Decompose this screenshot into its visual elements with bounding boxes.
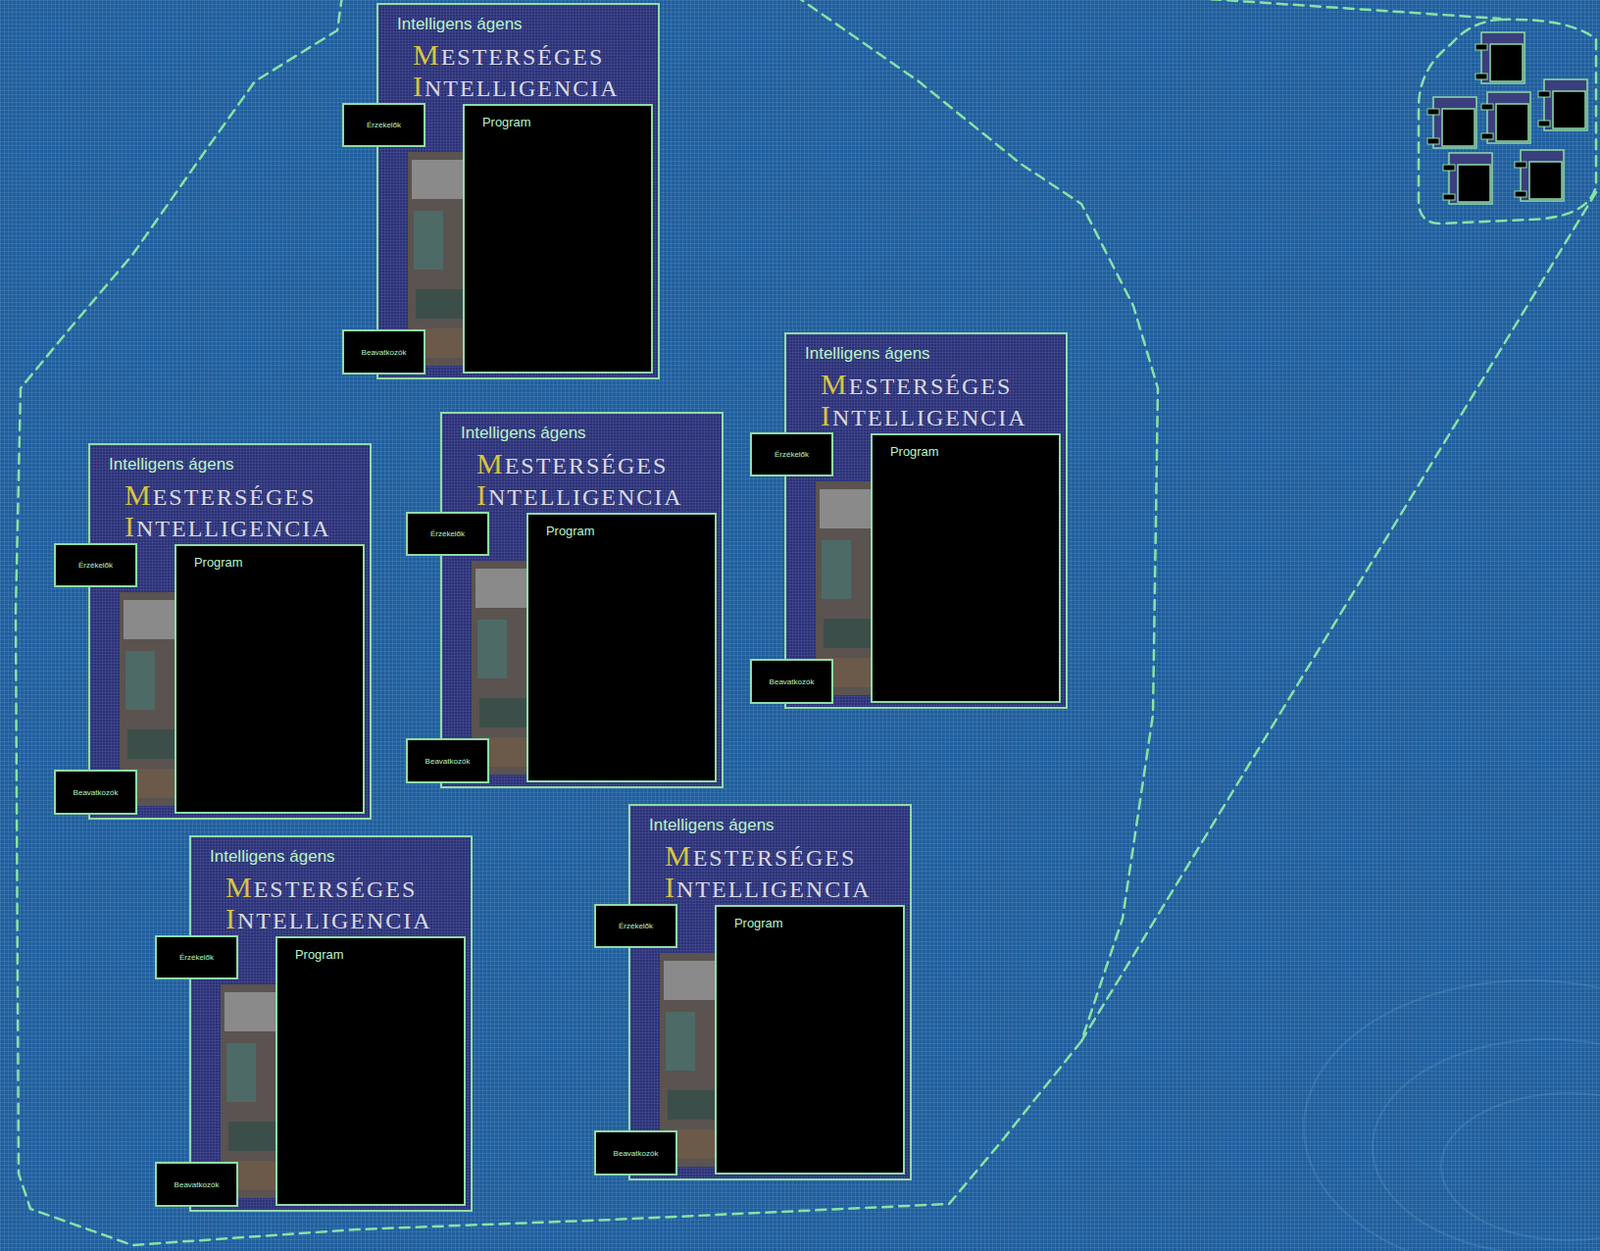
agent-box: Intelligens ágensMESTERSÉGESINTELLIGENCI…	[440, 411, 724, 789]
io-box: Beavatkozók	[750, 658, 834, 704]
io-label: Beavatkozók	[174, 1180, 220, 1190]
io-box: Érzékelők	[405, 511, 490, 556]
cover-title: INTELLIGENCIA	[412, 71, 620, 101]
agent-heading: Intelligens ágens	[649, 815, 775, 836]
program-box: Program	[462, 103, 653, 374]
cover-title: INTELLIGENCIA	[225, 903, 433, 934]
program-label: Program	[464, 105, 651, 130]
agent-heading: Intelligens ágens	[209, 847, 336, 867]
cover-title: MESTERSÉGES	[412, 40, 604, 70]
io-label: Beavatkozók	[425, 756, 471, 766]
agent-box: Intelligens ágensMESTERSÉGESINTELLIGENCI…	[784, 332, 1068, 709]
mini-agent	[1514, 150, 1564, 201]
cover-title: INTELLIGENCIA	[820, 400, 1028, 431]
io-box: Érzékelők	[342, 102, 426, 148]
program-label: Program	[872, 435, 1059, 459]
agent-box: Intelligens ágensMESTERSÉGESINTELLIGENCI…	[88, 443, 372, 820]
io-label: Érzékelők	[366, 120, 401, 130]
agent-box: Intelligens ágensMESTERSÉGESINTELLIGENCI…	[628, 803, 912, 1181]
funnel-line	[1194, 0, 1500, 19]
io-label: Érzékelők	[179, 952, 214, 962]
mini-agent	[1538, 79, 1588, 131]
program-label: Program	[528, 514, 715, 539]
region-outline	[15, 0, 1158, 1246]
io-label: Beavatkozók	[361, 348, 407, 357]
cover-title: MESTERSÉGES	[476, 449, 668, 479]
program-label: Program	[716, 906, 903, 931]
mini-agent	[1481, 92, 1531, 144]
program-box: Program	[714, 904, 905, 1175]
io-label: Beavatkozók	[613, 1149, 659, 1158]
cover-title: MESTERSÉGES	[124, 480, 316, 510]
cluster-outline	[1418, 19, 1597, 224]
background-swirl	[1303, 980, 1600, 1251]
program-label: Program	[277, 938, 464, 962]
agent-heading: Intelligens ágens	[397, 14, 523, 35]
cover-title: MESTERSÉGES	[225, 872, 417, 902]
cover-title: INTELLIGENCIA	[124, 511, 332, 542]
io-label: Beavatkozók	[73, 788, 119, 798]
io-label: Érzékelők	[618, 921, 653, 931]
io-label: Érzékelők	[774, 450, 809, 459]
io-box: Érzékelők	[154, 935, 239, 980]
mini-agent-cluster	[1427, 32, 1588, 204]
io-box: Beavatkozók	[342, 329, 426, 375]
io-label: Érzékelők	[78, 560, 113, 570]
cover-title: MESTERSÉGES	[820, 369, 1012, 400]
cover-title: INTELLIGENCIA	[476, 480, 684, 510]
agent-heading: Intelligens ágens	[108, 454, 235, 475]
cover-title: INTELLIGENCIA	[664, 872, 872, 902]
program-box: Program	[174, 544, 365, 814]
agent-heading: Intelligens ágens	[804, 344, 931, 364]
mini-agent	[1443, 152, 1493, 204]
funnel-line	[1081, 192, 1597, 1042]
cover-title: MESTERSÉGES	[664, 841, 856, 871]
program-box: Program	[526, 512, 717, 783]
program-label: Program	[176, 546, 363, 570]
agent-box: Intelligens ágensMESTERSÉGESINTELLIGENCI…	[376, 2, 660, 380]
io-box: Beavatkozók	[405, 738, 490, 784]
io-box: Érzékelők	[53, 543, 138, 588]
io-box: Beavatkozók	[53, 769, 138, 815]
io-label: Érzékelők	[430, 529, 465, 539]
agent-box: Intelligens ágensMESTERSÉGESINTELLIGENCI…	[189, 835, 473, 1212]
program-box: Program	[870, 433, 1061, 703]
io-box: Érzékelők	[750, 432, 834, 477]
io-label: Beavatkozók	[769, 677, 815, 687]
agent-heading: Intelligens ágens	[460, 423, 587, 444]
io-box: Érzékelők	[594, 903, 678, 949]
mini-agent	[1427, 97, 1477, 149]
program-box: Program	[275, 936, 466, 1206]
io-box: Beavatkozók	[594, 1130, 678, 1176]
mini-agent	[1475, 32, 1525, 84]
io-box: Beavatkozók	[154, 1161, 239, 1207]
